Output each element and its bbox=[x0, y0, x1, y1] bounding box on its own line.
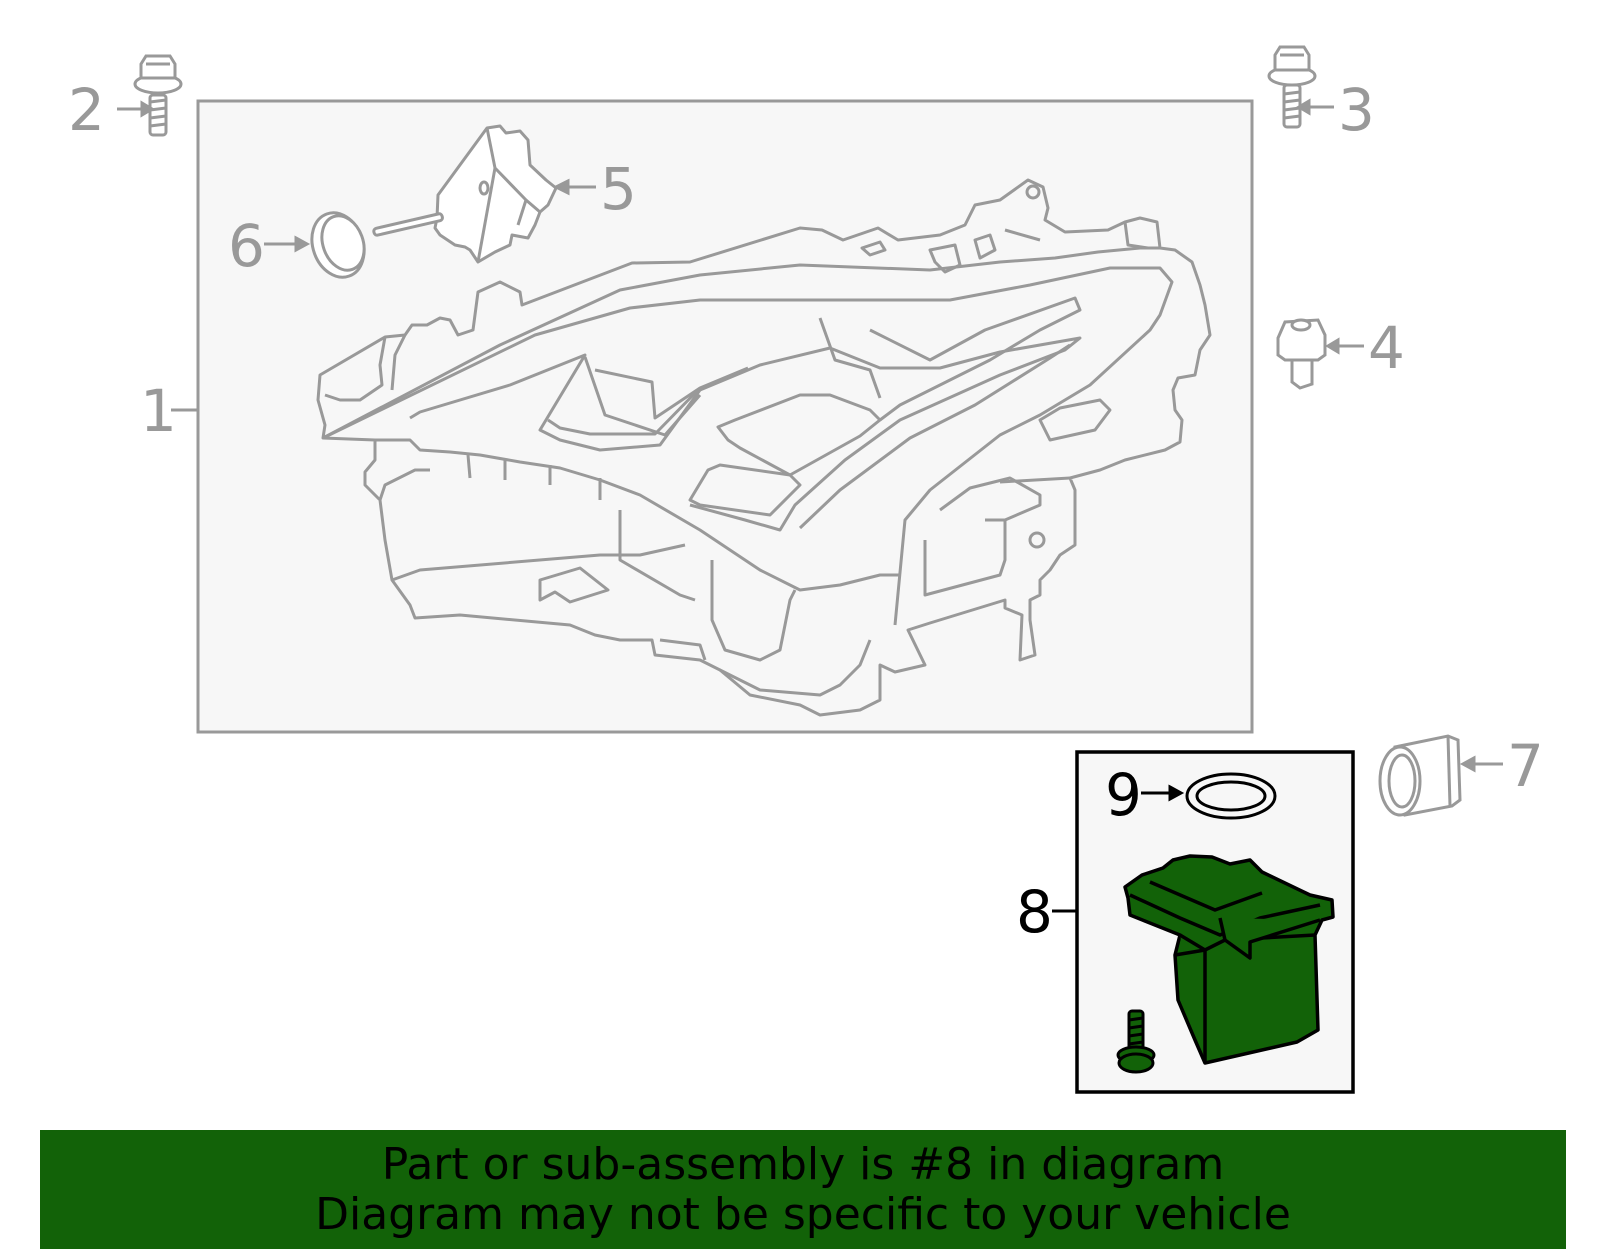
screw-8-drawing bbox=[1116, 1009, 1156, 1074]
callout-5: 5 bbox=[600, 155, 637, 223]
dust-cap-drawing bbox=[310, 211, 366, 279]
callout-6: 6 bbox=[228, 212, 265, 280]
part-info-banner: Part or sub-assembly is #8 in diagram Di… bbox=[40, 1130, 1566, 1249]
leveling-motor-drawing bbox=[372, 124, 558, 264]
banner-line-2: Diagram may not be specific to your vehi… bbox=[315, 1188, 1291, 1240]
callout-4: 4 bbox=[1368, 314, 1405, 382]
bolt-2-drawing bbox=[133, 54, 183, 137]
leader-lines-black bbox=[1052, 784, 1185, 913]
banner-line-1: Part or sub-assembly is #8 in diagram bbox=[381, 1138, 1225, 1190]
callout-8: 8 bbox=[1016, 878, 1053, 946]
bolt-3-drawing bbox=[1267, 45, 1317, 129]
callout-2: 2 bbox=[68, 76, 105, 144]
headlamp-assembly-panel bbox=[196, 99, 1254, 734]
o-ring-9-drawing bbox=[1185, 772, 1277, 820]
callout-9: 9 bbox=[1105, 761, 1142, 829]
clip-4-drawing bbox=[1276, 318, 1327, 390]
callout-7: 7 bbox=[1507, 732, 1544, 800]
leader-lines bbox=[117, 98, 1503, 773]
part-8-module-drawing bbox=[1123, 854, 1335, 1065]
headlamp-assembly-drawing bbox=[316, 178, 1212, 717]
callout-3: 3 bbox=[1338, 76, 1375, 144]
callout-1: 1 bbox=[140, 377, 177, 445]
socket-7-drawing bbox=[1378, 734, 1462, 817]
